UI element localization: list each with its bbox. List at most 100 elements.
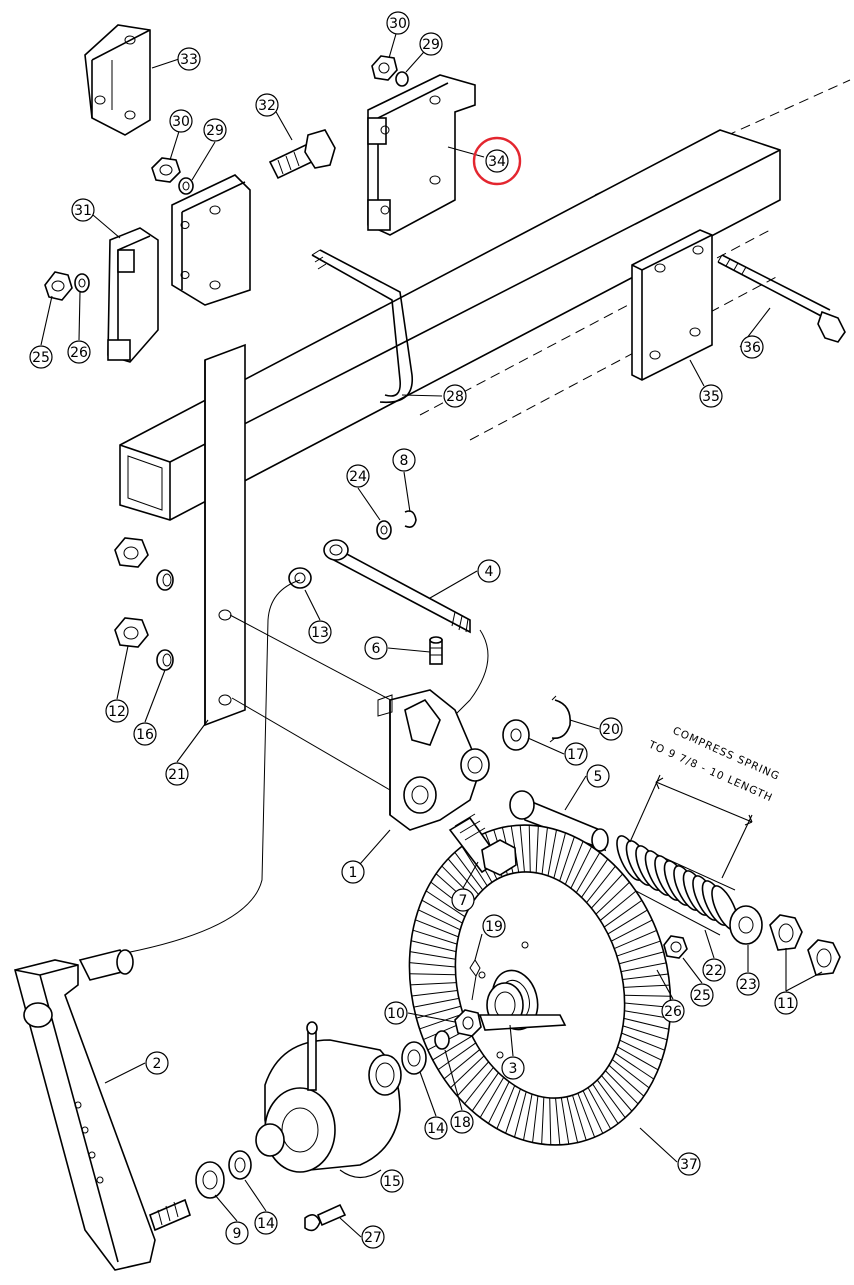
callout-3: 3 <box>501 1056 525 1080</box>
callout-6: 6 <box>364 636 388 660</box>
callout-28: 28 <box>443 384 467 408</box>
bolt-27 <box>304 1203 347 1232</box>
callout-bubble <box>690 983 714 1007</box>
callout-number: 6 <box>372 641 381 657</box>
bolt-7 <box>448 813 517 876</box>
clamp-bracket <box>171 174 251 306</box>
callout-number: 30 <box>389 16 407 32</box>
callout-26: 26 <box>67 340 91 364</box>
callout-bubble <box>392 448 416 472</box>
callout-bubble <box>450 1110 474 1134</box>
callout-9: 9 <box>225 1221 249 1245</box>
blade-serration <box>541 1097 545 1145</box>
callout-bubble <box>145 1051 169 1075</box>
callout-number: 7 <box>459 893 468 909</box>
blade-serration <box>553 832 566 879</box>
callout-bubble <box>254 1211 278 1235</box>
callout-number: 26 <box>664 1004 682 1020</box>
callout-bubble <box>477 559 501 583</box>
callout-18: 18 <box>450 1110 474 1134</box>
callout-bubble <box>386 11 410 35</box>
spindle-3 <box>478 982 567 1031</box>
callout-number: 25 <box>693 988 711 1004</box>
shank-21 <box>204 343 246 727</box>
blade-serration <box>479 1077 505 1118</box>
callout-number: 23 <box>739 977 757 993</box>
callout-number: 25 <box>32 350 50 366</box>
blade-serration <box>572 1095 587 1141</box>
callout-35: 35 <box>699 384 723 408</box>
seal-9-bearing-14 <box>195 1150 252 1199</box>
callout-bubble <box>361 1225 385 1249</box>
callout-number: 3 <box>509 1061 518 1077</box>
callout-2: 2 <box>145 1051 169 1075</box>
blade-serration <box>450 1055 485 1089</box>
blade-serration <box>614 1052 655 1080</box>
nut-10-washer-18 <box>434 959 482 1050</box>
blade-serration <box>624 994 671 997</box>
callout-number: 24 <box>349 469 367 485</box>
blade-serration <box>619 1039 662 1061</box>
callout-bubble <box>501 1056 525 1080</box>
callout-bubble <box>346 464 370 488</box>
bolt-36 <box>717 254 846 343</box>
blade-serration <box>623 1017 669 1030</box>
blade-serration <box>564 841 584 885</box>
blade-serration <box>621 1032 665 1051</box>
hidden-links <box>114 579 489 956</box>
blade-serration <box>622 973 669 980</box>
callout-number: 19 <box>485 919 503 935</box>
nut-30-top <box>371 55 409 87</box>
blade-serration <box>570 846 593 889</box>
callout-11: 11 <box>774 991 798 1015</box>
spring-22 <box>614 835 739 936</box>
callout-22: 22 <box>702 958 726 982</box>
callout-16: 16 <box>133 722 157 746</box>
callout-bubble <box>419 32 443 56</box>
bracket-31 <box>107 227 159 363</box>
callout-5: 5 <box>586 764 610 788</box>
blade-serration <box>622 1025 668 1041</box>
callout-29: 29 <box>203 118 227 142</box>
callout-27: 27 <box>361 1225 385 1249</box>
blade-serration <box>566 1096 579 1143</box>
blade-serration <box>611 919 653 942</box>
spring-hardware <box>729 905 841 976</box>
pivot-casting-1 <box>377 689 490 831</box>
callout-10: 10 <box>384 1001 408 1025</box>
callout-number: 34 <box>488 154 506 170</box>
callout-14: 14 <box>254 1211 278 1235</box>
blade-serration <box>623 984 670 988</box>
callout-number: 10 <box>387 1006 405 1022</box>
callout-12: 12 <box>105 699 129 723</box>
callout-36: 36 <box>740 335 764 359</box>
blade-serration <box>595 881 630 915</box>
callout-14: 14 <box>424 1116 448 1140</box>
grease-fitting-6 <box>429 636 443 665</box>
nuts-left-column <box>114 537 174 671</box>
callout-number: 29 <box>206 123 224 139</box>
blade-serration <box>586 865 616 903</box>
square-tube <box>119 129 781 521</box>
blade-serration <box>487 1081 510 1124</box>
blade-serration <box>528 825 531 873</box>
bracket-34 <box>367 74 476 236</box>
callout-7: 7 <box>451 888 475 912</box>
blade-serration <box>505 1088 521 1134</box>
axle-4 <box>288 510 471 634</box>
callout-33: 33 <box>177 47 201 71</box>
callout-number: 36 <box>743 340 761 356</box>
callout-bubble <box>424 1116 448 1140</box>
blade-serration <box>412 929 458 945</box>
callout-number: 17 <box>567 747 585 763</box>
blade-serration <box>611 1059 650 1089</box>
blade-serration <box>443 1049 481 1080</box>
callout-bubble <box>169 109 193 133</box>
callout-number: 14 <box>257 1216 275 1232</box>
callout-17: 17 <box>564 742 588 766</box>
callout-bubble <box>364 636 388 660</box>
callout-bubble <box>677 1152 701 1176</box>
callout-number: 37 <box>680 1157 698 1173</box>
callout-bubble <box>71 198 95 222</box>
